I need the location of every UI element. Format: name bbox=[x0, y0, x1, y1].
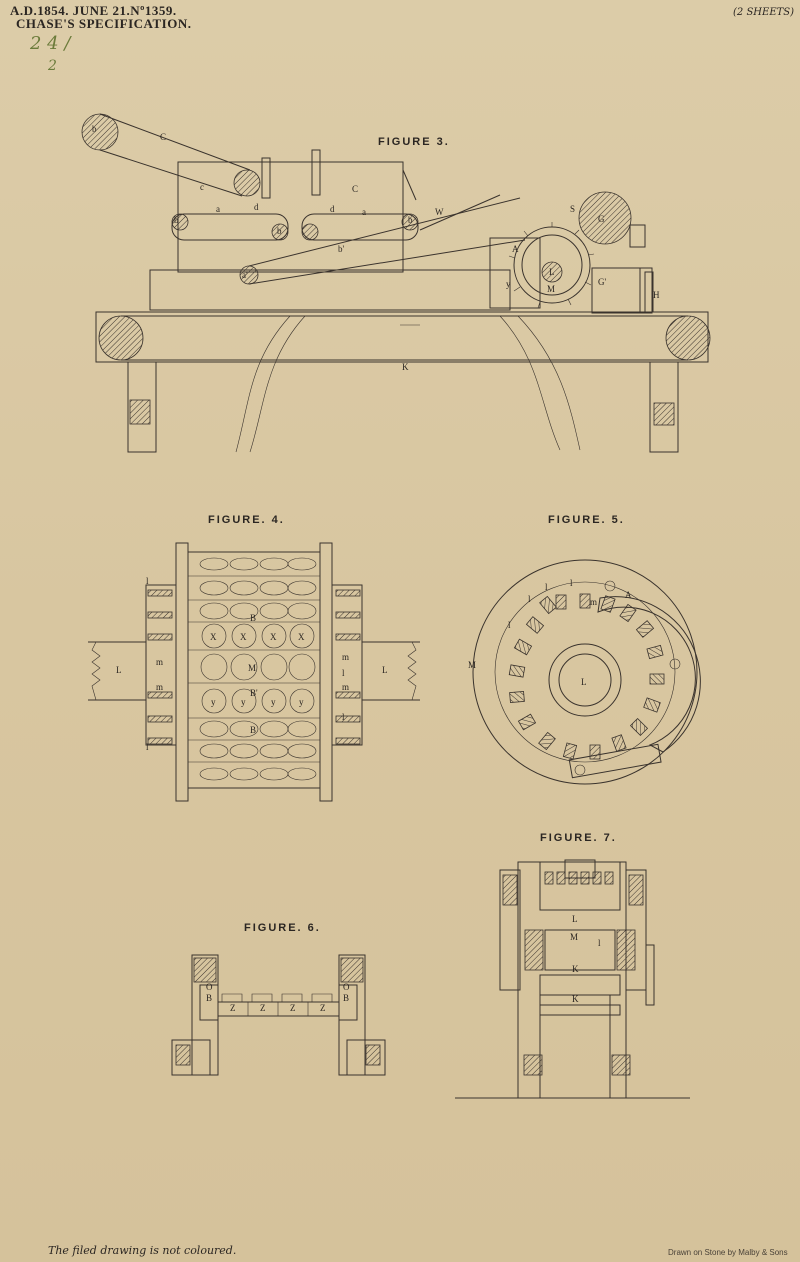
fig5-label-l2: l bbox=[570, 578, 573, 588]
fig6-label-O: O bbox=[206, 982, 213, 992]
fig5-label-A: A bbox=[625, 590, 632, 600]
fig6-label-Z1: Z bbox=[230, 1003, 236, 1013]
fig3-label-S: S bbox=[570, 204, 575, 214]
fig4-label-L: L bbox=[116, 665, 122, 675]
fig4-label-X3: X bbox=[270, 632, 277, 642]
fig6-label-B: B bbox=[206, 993, 212, 1003]
fig3-label-G-prime: G' bbox=[598, 277, 606, 287]
fig4-label-X2: X bbox=[240, 632, 247, 642]
fig4-label-l: l bbox=[146, 576, 149, 586]
fig4-label-m1: m bbox=[156, 657, 163, 667]
fig4-label-y3: y bbox=[271, 697, 276, 707]
fig6-label-B2: B bbox=[343, 993, 349, 1003]
fig4-label-B2: B bbox=[250, 725, 256, 735]
fig3-label-a: a bbox=[216, 204, 220, 214]
fig3-label-L: L bbox=[549, 267, 555, 277]
fig4-label-B: B bbox=[250, 613, 256, 623]
filed-drawing-note: The filed drawing is not coloured. bbox=[48, 1244, 237, 1257]
figure-3-title: FIGURE 3. bbox=[378, 136, 450, 148]
figure-6-title: FIGURE. 6. bbox=[244, 922, 321, 934]
fig3-label-C: C bbox=[160, 132, 166, 142]
specification-title: CHASE'S SPECIFICATION. bbox=[16, 16, 192, 31]
fig5-label-L: L bbox=[581, 677, 587, 687]
reference-number: 2 4 / bbox=[30, 33, 71, 54]
figure-4-title: FIGURE. 4. bbox=[208, 514, 285, 526]
figure-4-drawing bbox=[88, 542, 420, 802]
fig3-label-a2: a bbox=[362, 207, 366, 217]
fig7-label-l: l bbox=[598, 938, 601, 948]
fig7-label-K1: K bbox=[572, 964, 579, 974]
figure-5-drawing bbox=[472, 559, 701, 785]
patent-date-title: A.D.1854. JUNE 21.Nº1359. bbox=[10, 3, 177, 18]
fig4-label-X1: X bbox=[210, 632, 217, 642]
fig3-label-M: M bbox=[547, 284, 555, 294]
fig5-label-l3: l bbox=[528, 594, 531, 604]
fig3-label-A: A bbox=[512, 244, 519, 254]
reference-subnumber: 2 bbox=[48, 58, 57, 74]
figure-7-drawing bbox=[455, 859, 690, 1099]
fig4-label-B-prime: B' bbox=[250, 688, 258, 698]
fig7-label-L: L bbox=[572, 914, 578, 924]
fig4-label-m2: m bbox=[156, 682, 163, 692]
fig4-label-l4: l bbox=[342, 712, 345, 722]
fig3-label-G: G bbox=[598, 214, 605, 224]
fig3-label-b: b bbox=[92, 124, 97, 134]
figure-3-drawing bbox=[81, 113, 711, 453]
fig3-label-y: y bbox=[506, 279, 511, 289]
sheets-count: (2 SHEETS) bbox=[733, 7, 795, 18]
fig4-label-l2: l bbox=[146, 742, 149, 752]
lithographer-credit: Drawn on Stone by Malby & Sons bbox=[668, 1248, 788, 1257]
fig4-label-y1: y bbox=[211, 697, 216, 707]
fig3-label-b2: b bbox=[174, 215, 179, 225]
fig6-label-Z3: Z bbox=[290, 1003, 296, 1013]
fig4-label-M: M bbox=[248, 663, 256, 673]
fig5-label-M: M bbox=[468, 660, 476, 670]
fig4-label-m3: m bbox=[342, 652, 349, 662]
fig6-label-O2: O bbox=[343, 982, 350, 992]
fig3-label-c2: C bbox=[352, 184, 358, 194]
fig7-label-M: M bbox=[570, 932, 578, 942]
fig4-label-l3: l bbox=[342, 668, 345, 678]
fig6-label-Z2: Z bbox=[260, 1003, 266, 1013]
fig4-label-m4: m bbox=[342, 682, 349, 692]
fig3-label-d: d bbox=[254, 202, 259, 212]
fig4-label-y2: y bbox=[241, 697, 246, 707]
fig3-label-K: K bbox=[402, 362, 409, 372]
fig3-label-W: W bbox=[435, 207, 444, 217]
fig3-label-b-prime: b' bbox=[338, 244, 345, 254]
fig4-label-L2: L bbox=[382, 665, 388, 675]
fig3-label-b3: b bbox=[277, 226, 282, 236]
figure-5-title: FIGURE. 5. bbox=[548, 514, 625, 526]
fig3-label-H: H bbox=[653, 290, 660, 300]
fig5-label-l1: l bbox=[545, 582, 548, 592]
figure-6-drawing bbox=[171, 954, 386, 1076]
fig5-label-l4: l bbox=[508, 620, 511, 630]
fig7-label-K2: K bbox=[572, 994, 579, 1004]
fig3-label-b4: b bbox=[408, 215, 413, 225]
fig5-label-m: m bbox=[590, 597, 597, 607]
fig4-label-X4: X bbox=[298, 632, 305, 642]
fig6-label-Z4: Z bbox=[320, 1003, 326, 1013]
fig3-label-a-prime: a' bbox=[242, 270, 248, 280]
figure-7-title: FIGURE. 7. bbox=[540, 832, 617, 844]
fig4-label-y4: y bbox=[299, 697, 304, 707]
fig3-label-c: c bbox=[200, 182, 204, 192]
fig3-label-d2: d bbox=[330, 204, 335, 214]
